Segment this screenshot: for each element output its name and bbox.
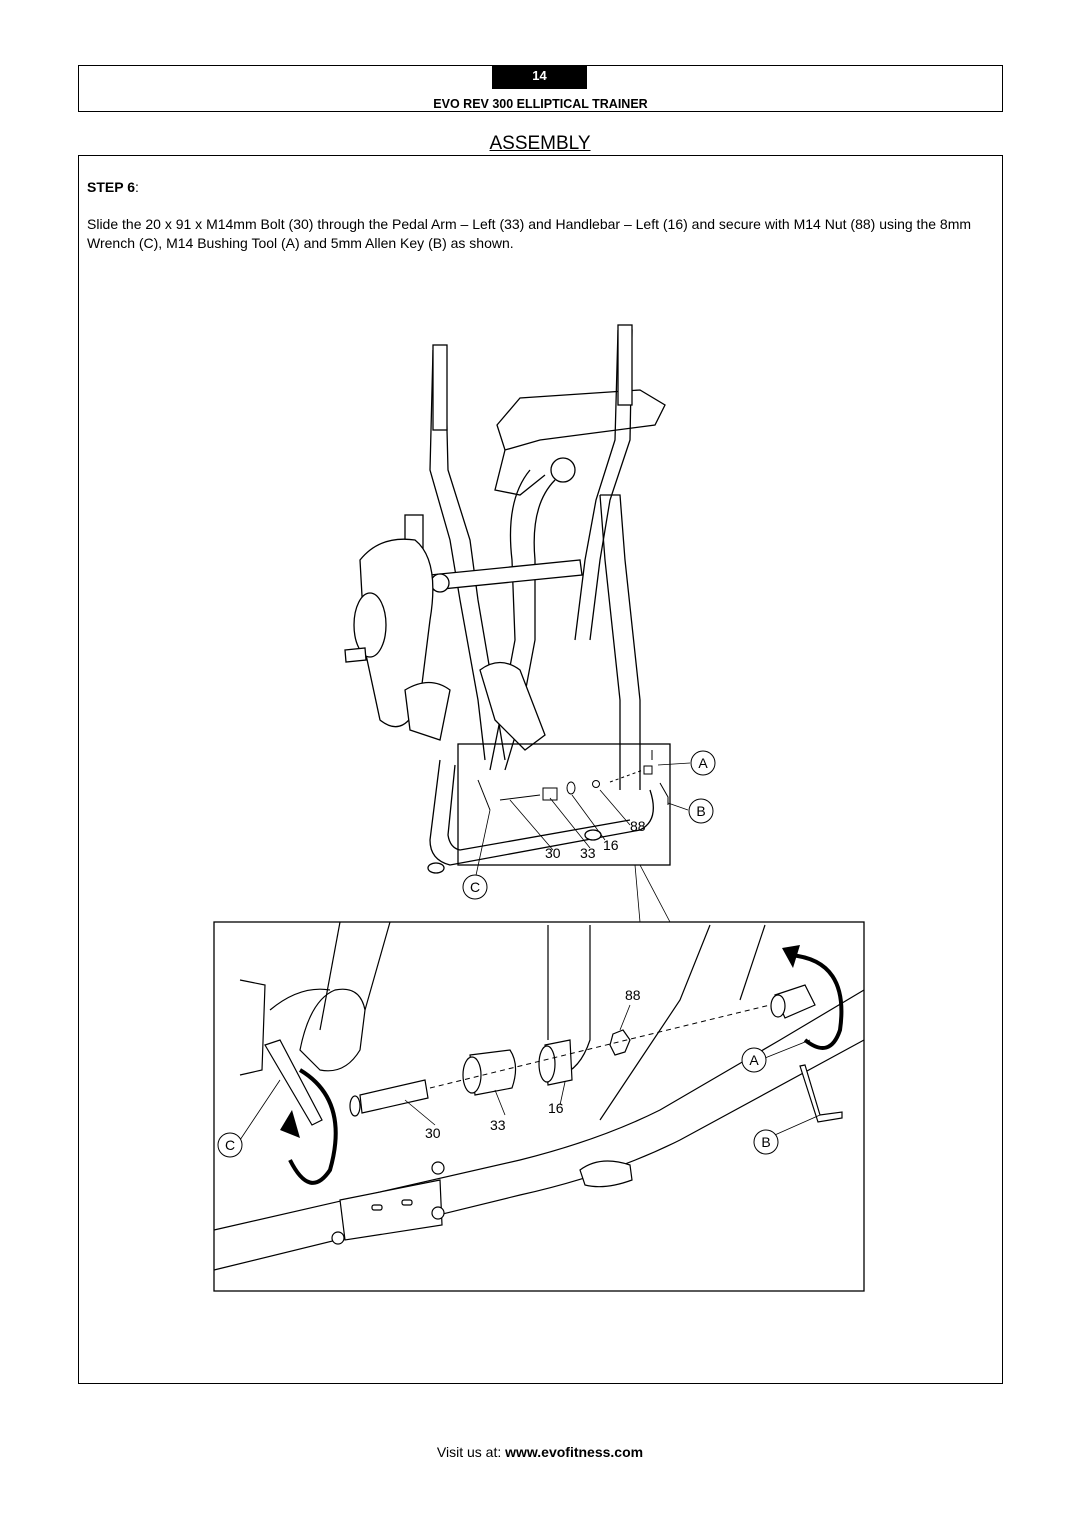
detail-callout-88: 88 [625,987,641,1003]
footer-prefix: Visit us at: [436,1444,506,1460]
page-number: 14 [492,65,587,89]
detail-hardware [264,984,843,1126]
footer-url-link[interactable]: www.evofitness.com [505,1444,644,1460]
step-colon: : [135,179,139,195]
detail-leader-lines [239,1004,821,1141]
overview-callout-30: 30 [545,845,561,861]
detail-callout-30: 30 [425,1125,441,1141]
overview-callout-88: 88 [630,818,646,834]
section-heading: ASSEMBLY [489,133,591,154]
step-label: STEP 6: [87,179,139,195]
overview-callout-circles [462,750,716,900]
rotation-arrows [288,953,844,1185]
rotation-arrow-heads [280,945,800,1138]
overview-callout-16: 16 [603,837,619,853]
overview-callout-a: A [698,755,708,771]
elliptical-overview [344,324,666,874]
overview-callout-b: B [696,803,705,819]
detail-callout-a: A [749,1052,759,1068]
zoom-box [457,743,671,866]
detail-view-frame [213,921,865,1292]
detail-callout-33: 33 [490,1117,506,1133]
detail-callout-16: 16 [548,1100,564,1116]
step-instructions: Slide the 20 x 91 x M14mm Bolt (30) thro… [87,216,972,251]
step-label-text: STEP 6 [87,179,135,195]
overview-callout-33: 33 [580,845,596,861]
overview-leader-lines [474,762,691,923]
detail-frame-parts [213,921,865,1271]
detail-callout-b: B [761,1134,770,1150]
document-title: EVO REV 300 ELLIPTICAL TRAINER [433,97,648,111]
overview-hardware [477,750,669,811]
footer: Visit us at: www.evofitness.com [0,1444,1080,1460]
detail-callout-c: C [225,1137,235,1153]
overview-callout-c: C [470,879,480,895]
content-box [78,155,1003,1384]
detail-assembly-axis [429,1004,771,1089]
detail-callout-circles [217,1047,779,1158]
